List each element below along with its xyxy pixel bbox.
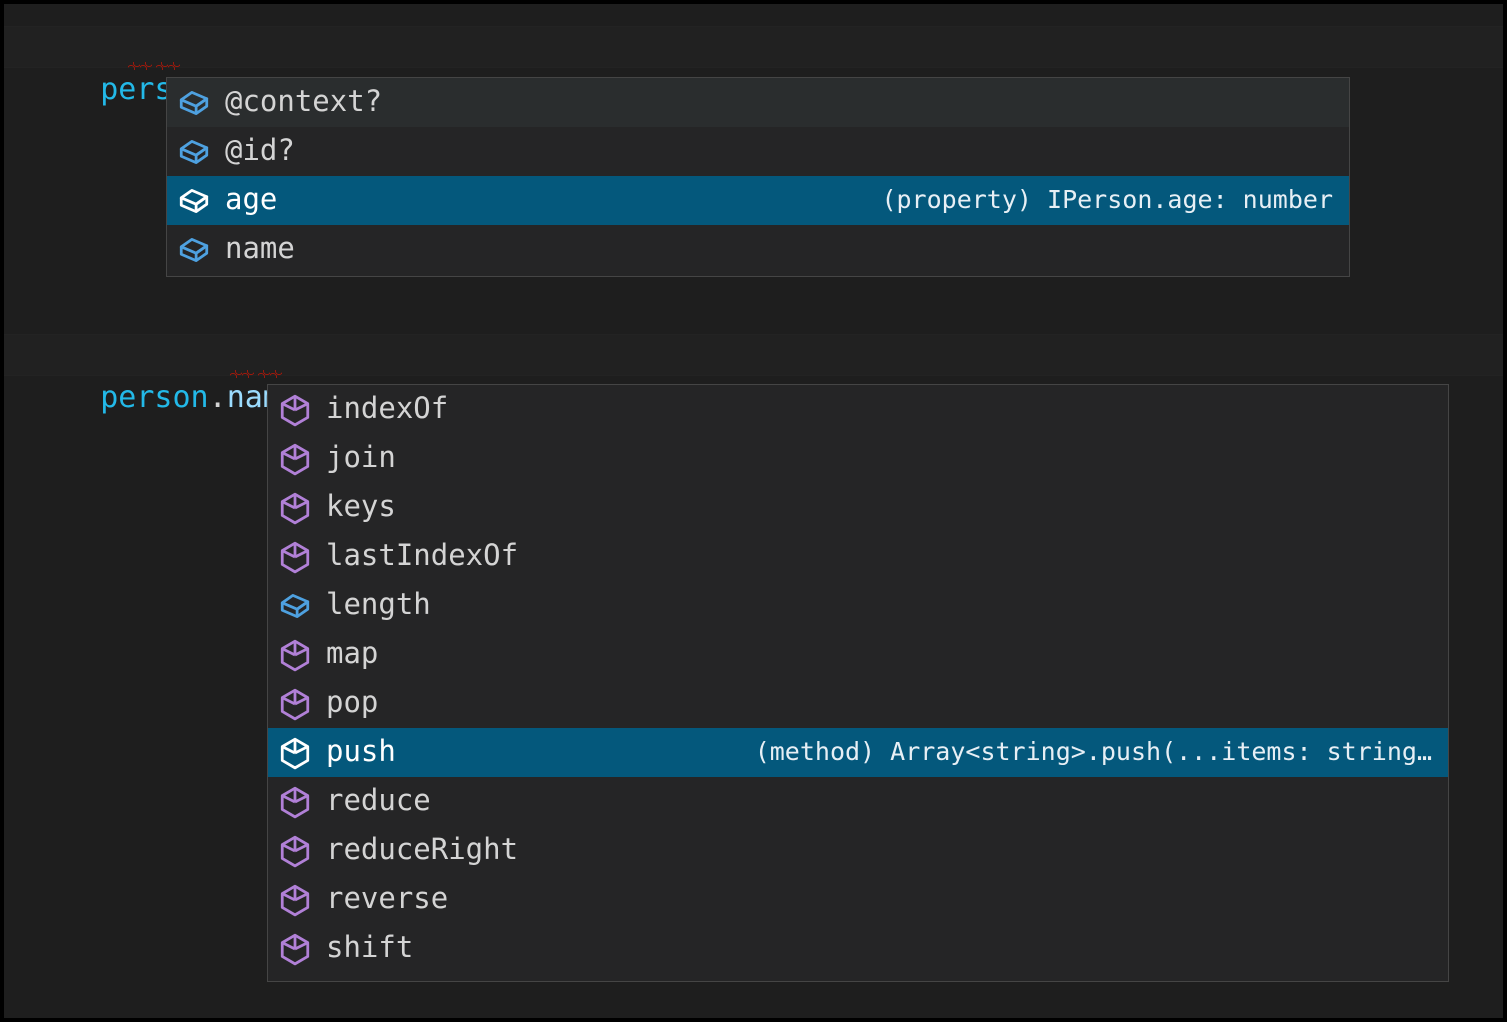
- suggest-item-detail: [413, 948, 1448, 950]
- suggest-item-label: @context?: [225, 83, 383, 118]
- suggest-item-pop[interactable]: pop: [268, 679, 1448, 728]
- method-cube-icon: [280, 443, 310, 475]
- suggest-item-detail: [295, 151, 1349, 153]
- suggest-item-detail: [378, 654, 1448, 656]
- suggest-item-shift[interactable]: shift: [268, 924, 1448, 973]
- error-squiggle-icon: [128, 62, 152, 70]
- method-cube-icon: [280, 737, 310, 769]
- suggest-item-detail: [295, 249, 1349, 251]
- token-dot: .: [208, 380, 227, 415]
- suggest-item-label: join: [326, 439, 396, 474]
- suggest-item-label: age: [225, 181, 278, 216]
- suggest-item-reduce[interactable]: reduce: [268, 777, 1448, 826]
- suggest-item-detail: [378, 703, 1448, 705]
- suggest-item-age[interactable]: age (property) IPerson.age: number: [167, 176, 1349, 225]
- suggest-item-detail: (property) IPerson.age: number: [881, 185, 1333, 214]
- suggest-widget-two[interactable]: indexOf join keys lastIndexOf length map pop pu…: [267, 384, 1449, 982]
- method-cube-icon: [280, 639, 310, 671]
- suggest-item-label: push: [326, 733, 396, 768]
- suggest-item-id[interactable]: @id?: [167, 127, 1349, 176]
- suggest-item-label: name: [225, 230, 295, 265]
- suggest-item-detail: [396, 507, 1448, 509]
- suggest-item-label: shift: [326, 929, 414, 964]
- property-cube-icon: [280, 593, 310, 618]
- method-cube-icon: [280, 688, 310, 720]
- suggest-item-join[interactable]: join: [268, 434, 1448, 483]
- code-line-2[interactable]: person.name.;: [4, 334, 1503, 415]
- property-cube-icon: [179, 139, 209, 164]
- suggest-item-keys[interactable]: keys: [268, 483, 1448, 532]
- suggest-item-detail: [448, 899, 1448, 901]
- suggest-item-length[interactable]: length: [268, 581, 1448, 630]
- suggest-item-label: reduce: [326, 782, 431, 817]
- method-cube-icon: [280, 933, 310, 965]
- suggest-item-reverse[interactable]: reverse: [268, 875, 1448, 924]
- code-editor[interactable]: person.; @context? @id? age (property) IPer…: [4, 4, 1503, 1018]
- method-cube-icon: [280, 786, 310, 818]
- suggest-item-reduceright[interactable]: reduceRight: [268, 826, 1448, 875]
- code-line-1[interactable]: person.;: [4, 26, 1503, 107]
- suggest-item-label: lastIndexOf: [326, 537, 519, 572]
- suggest-item-indexof[interactable]: indexOf: [268, 385, 1448, 434]
- suggest-item-detail: (method) Array<string>.push(...items: st…: [754, 737, 1432, 766]
- property-cube-icon: [179, 90, 209, 115]
- error-squiggle-icon: [156, 62, 180, 70]
- suggest-item-label: @id?: [225, 132, 295, 167]
- suggest-item-label: reverse: [326, 880, 449, 915]
- property-cube-icon: [179, 237, 209, 262]
- suggest-item-context[interactable]: @context?: [167, 78, 1349, 127]
- suggest-item-detail: [431, 801, 1448, 803]
- suggest-item-detail: [518, 556, 1448, 558]
- suggest-item-label: map: [326, 635, 379, 670]
- suggest-item-detail: [518, 850, 1448, 852]
- suggest-item-push[interactable]: push (method) Array<string>.push(...items…: [268, 728, 1448, 777]
- suggest-item-detail: [448, 409, 1448, 411]
- method-cube-icon: [280, 884, 310, 916]
- suggest-item-lastindexof[interactable]: lastIndexOf: [268, 532, 1448, 581]
- property-cube-icon: [179, 188, 209, 213]
- suggest-widget-one[interactable]: @context? @id? age (property) IPerson.age: …: [166, 77, 1350, 277]
- token-variable: person: [100, 380, 209, 415]
- suggest-item-label: pop: [326, 684, 379, 719]
- suggest-item-label: indexOf: [326, 390, 449, 425]
- suggest-item-label: keys: [326, 488, 396, 523]
- suggest-item-map[interactable]: map: [268, 630, 1448, 679]
- method-cube-icon: [280, 541, 310, 573]
- suggest-item-label: length: [326, 586, 431, 621]
- suggest-item-detail: [431, 605, 1448, 607]
- error-squiggle-icon: [258, 370, 282, 378]
- suggest-item-detail: [396, 458, 1448, 460]
- suggest-item-name[interactable]: name: [167, 225, 1349, 274]
- suggest-item-detail: [382, 102, 1349, 104]
- method-cube-icon: [280, 835, 310, 867]
- error-squiggle-icon: [230, 370, 254, 378]
- suggest-item-label: reduceRight: [326, 831, 519, 866]
- method-cube-icon: [280, 492, 310, 524]
- method-cube-icon: [280, 394, 310, 426]
